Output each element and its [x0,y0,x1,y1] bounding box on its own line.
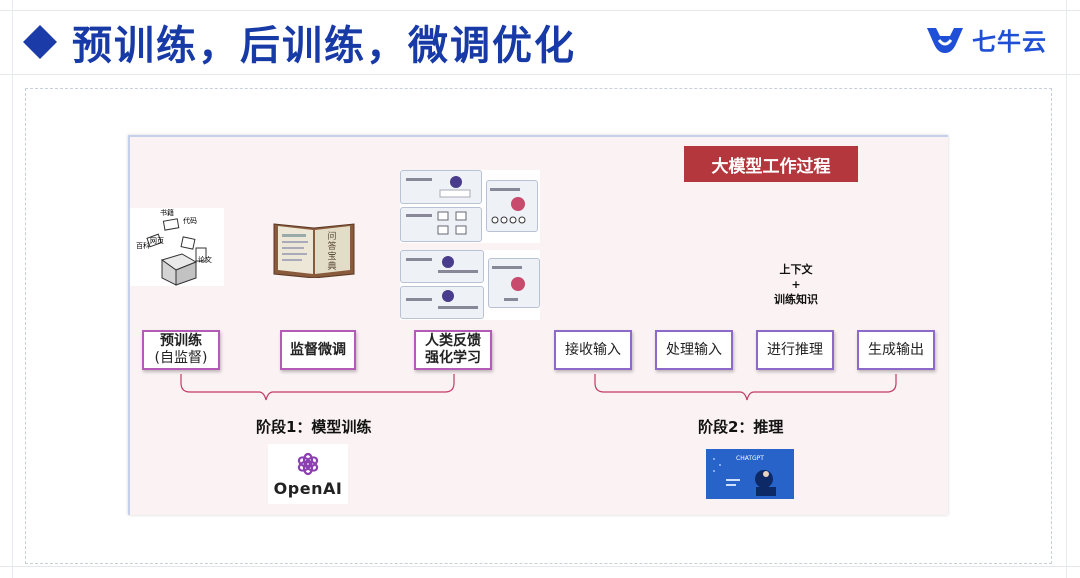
step-receive-input: 接收输入 [554,330,632,370]
context-note-line2: + [791,278,801,291]
right-rule [1066,0,1067,578]
diamond-bullet-icon [23,25,57,59]
pretrain-illustration: 书籍 代码 百科 网页 论文 [130,208,224,286]
rlhf-illustration-bottom [400,250,540,320]
illus-word-books: 书籍 [160,209,174,217]
openai-logo: OpenAI [268,444,348,504]
step-process-input-label: 处理输入 [666,341,722,358]
context-note-line3: 训练知识 [774,293,818,306]
illus-word-encyclopedia: 百科 [136,242,150,250]
illus-word-papers: 论文 [198,256,212,264]
step-process-input: 处理输入 [655,330,733,370]
illus-word-webpage: 网页 [150,237,164,245]
step-generate-output: 生成输出 [857,330,935,370]
step-reasoning-label: 进行推理 [767,341,823,358]
sft-book-illustration: 问 答 宝 典 [272,220,356,279]
content-frame [25,88,1052,564]
qiniu-logo-icon [927,27,963,53]
step-sft-label: 监督微调 [290,341,346,358]
step-pretrain-sub: (自监督) [154,350,208,366]
book-char-2: 答 [327,242,337,252]
context-note-line1: 上下文 [779,263,813,276]
chatgpt-image: CHATGPT [706,449,794,499]
openai-knot-icon [297,452,319,475]
step-rlhf-label: 人类反馈 [425,333,481,349]
stage1-label: 阶段1：模型训练 [256,418,372,436]
qiniu-logo: 七牛云 [924,22,1047,57]
qiniu-logo-wordmark: 七牛云 [972,28,1047,56]
left-rule [12,0,13,578]
header-rule [0,74,1080,75]
book-char-4: 典 [327,262,337,272]
chatgpt-image-text: CHATGPT [736,455,764,462]
top-rule [0,10,1080,11]
slide-title-text: 预训练，后训练，微调优化 [72,23,576,69]
step-generate-output-label: 生成输出 [868,341,924,358]
rlhf-illustration-top [400,170,540,243]
step-receive-input-label: 接收输入 [565,341,621,358]
slide-title: 预训练，后训练，微调优化 [22,14,576,70]
openai-logo-text: OpenAI [273,478,343,498]
book-char-1: 问 [327,232,337,242]
step-pretrain: 预训练 (自监督) [142,330,220,370]
step-sft: 监督微调 [280,330,356,370]
step-rlhf-sub: 强化学习 [425,350,481,366]
context-note: 上下文 + 训练知识 [764,262,828,307]
diagram-banner: 大模型工作过程 [684,146,858,182]
step-pretrain-label: 预训练 [160,333,202,349]
book-char-3: 宝 [327,252,337,262]
illus-word-code: 代码 [183,217,197,225]
bottom-rule [0,566,1080,567]
step-rlhf: 人类反馈 强化学习 [414,330,492,370]
step-reasoning: 进行推理 [756,330,834,370]
stage2-label: 阶段2：推理 [698,418,784,436]
